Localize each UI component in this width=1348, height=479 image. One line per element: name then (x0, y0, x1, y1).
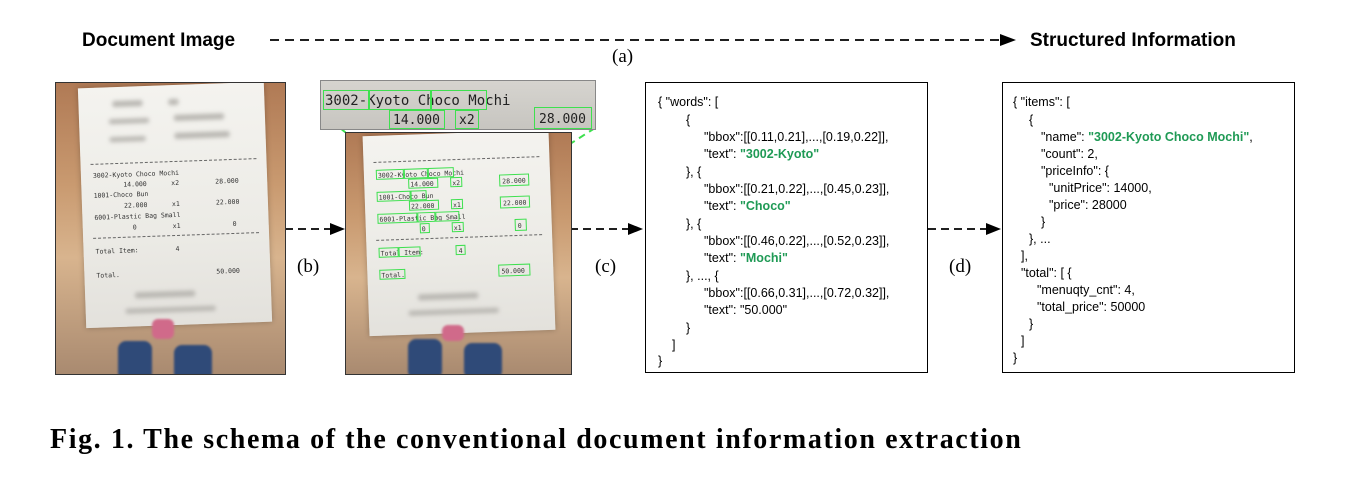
words-text-2-value: "Choco" (739, 199, 791, 213)
items-menuqty: "menuqty_cnt": 4, (1037, 283, 1135, 297)
step-d-label: (d) (949, 256, 972, 277)
receipt-line3-price: 0 (132, 223, 137, 232)
step-c-label: (c) (595, 256, 617, 277)
document-image-label: Document Image (82, 30, 236, 51)
words-sep-3: }, ..., { (686, 269, 719, 283)
receipt-line2-qty: x1 (171, 199, 180, 209)
detected-receipt-photo: 3002-Kyoto Choco Mochi 14.000 x2 28.000 … (345, 132, 572, 375)
items-close-6: } (1013, 351, 1018, 365)
words-sep-1: }, { (686, 165, 702, 179)
words-sep-2: }, { (686, 217, 702, 231)
items-priceinfo: "priceInfo": { (1041, 164, 1109, 178)
receipt-line3-name: 6001-Plastic Bag Small (94, 210, 181, 222)
items-unitprice: "unitPrice": 14000, (1049, 181, 1152, 195)
detected-receipt-paper: 3002-Kyoto Choco Mochi 14.000 x2 28.000 … (362, 133, 556, 337)
step-b-label: (b) (297, 256, 320, 277)
receipt-photo: 3002-Kyoto Choco Mochi 14.000 x2 28.000 … (55, 82, 286, 375)
items-price: "price": 28000 (1049, 198, 1127, 212)
items-close-3: ], (1021, 249, 1028, 263)
words-bbox-3: "bbox":[[0.46,0.22],...,[0.52,0.23]], (704, 234, 890, 248)
arrow-c-head (628, 223, 643, 235)
items-count: "count": 2, (1041, 147, 1098, 161)
arrow-b-head (330, 223, 345, 235)
words-close-bracket: ] (672, 338, 676, 352)
words-bbox-1: "bbox":[[0.11,0.21],...,[0.19,0.22]], (704, 130, 889, 144)
words-bbox-4: "bbox":[[0.66,0.31],...,[0.72,0.32]], (704, 286, 890, 300)
top-arrow-head (1000, 34, 1016, 46)
zoom-price: 14.000 (393, 113, 440, 128)
items-json-panel: { "items": [ { "name": "3002-Kyoto Choco… (1002, 82, 1295, 373)
receipt-paper: 3002-Kyoto Choco Mochi 14.000 x2 28.000 … (77, 83, 273, 329)
zoom-item-name: 3002-Kyoto Choco Mochi (325, 93, 511, 109)
words-json-open: { "words": [ (658, 95, 719, 109)
zoom-total: 28.000 (539, 112, 586, 127)
words-json-brace: { (686, 113, 691, 127)
words-text-2: "text": "Choco" (704, 199, 791, 213)
words-text-3: "text": "Mochi" (704, 251, 788, 265)
items-total: "total": [ { (1021, 266, 1072, 280)
words-json-panel: { "words": [ { "bbox":[[0.11,0.21],...,[… (645, 82, 928, 373)
receipt-line1-name: 3002-Kyoto Choco Mochi (92, 168, 180, 180)
zoom-qty: x2 (459, 113, 475, 128)
items-close-2: }, ... (1029, 232, 1051, 246)
receipt-total-value: 50.000 (216, 266, 240, 276)
items-json-open: { "items": [ (1013, 95, 1070, 109)
words-text-4: "text": "50.000" (704, 303, 788, 317)
words-text-1-value: "3002-Kyoto" (739, 147, 820, 161)
structured-information-label: Structured Information (1030, 30, 1236, 51)
words-bbox-2: "bbox":[[0.21,0.22],...,[0.45,0.23]], (704, 182, 890, 196)
figure-caption: Fig. 1. The schema of the conventional d… (50, 424, 1023, 455)
receipt-line1-total: 28.000 (215, 176, 239, 186)
receipt-total-item-value: 4 (175, 244, 180, 254)
arrow-d-head (986, 223, 1001, 235)
items-close-1: } (1041, 215, 1046, 229)
items-close-5: ] (1021, 334, 1025, 348)
words-close-root: } (658, 354, 663, 368)
items-name: "name": "3002-Kyoto Choco Mochi", (1041, 130, 1253, 144)
receipt-line1-qty: x2 (171, 178, 180, 188)
receipt-line3-total: 0 (232, 219, 237, 228)
words-text-1: "text": "3002-Kyoto" (704, 147, 820, 161)
receipt-total-item-label: Total Item: (95, 246, 139, 256)
items-total-price: "total_price": 50000 (1037, 300, 1146, 314)
receipt-line1-price: 14.000 (123, 179, 147, 189)
words-close-brace: } (686, 321, 691, 335)
words-text-3-value: "Mochi" (739, 251, 788, 265)
receipt-line2-total: 22.000 (215, 197, 240, 207)
items-close-4: } (1029, 317, 1034, 331)
items-name-value: "3002-Kyoto Choco Mochi" (1088, 130, 1250, 144)
zoom-inset: 3002-Kyoto Choco Mochi 14.000 x2 28.000 (320, 80, 596, 130)
receipt-line2-price: 22.000 (123, 200, 148, 210)
receipt-line2-name: 1001-Choco Bun (93, 189, 149, 200)
receipt-line3-qty: x1 (172, 221, 181, 231)
step-a-label: (a) (612, 46, 634, 67)
items-json-brace: { (1029, 113, 1034, 127)
receipt-total-label: Total. (96, 270, 121, 280)
